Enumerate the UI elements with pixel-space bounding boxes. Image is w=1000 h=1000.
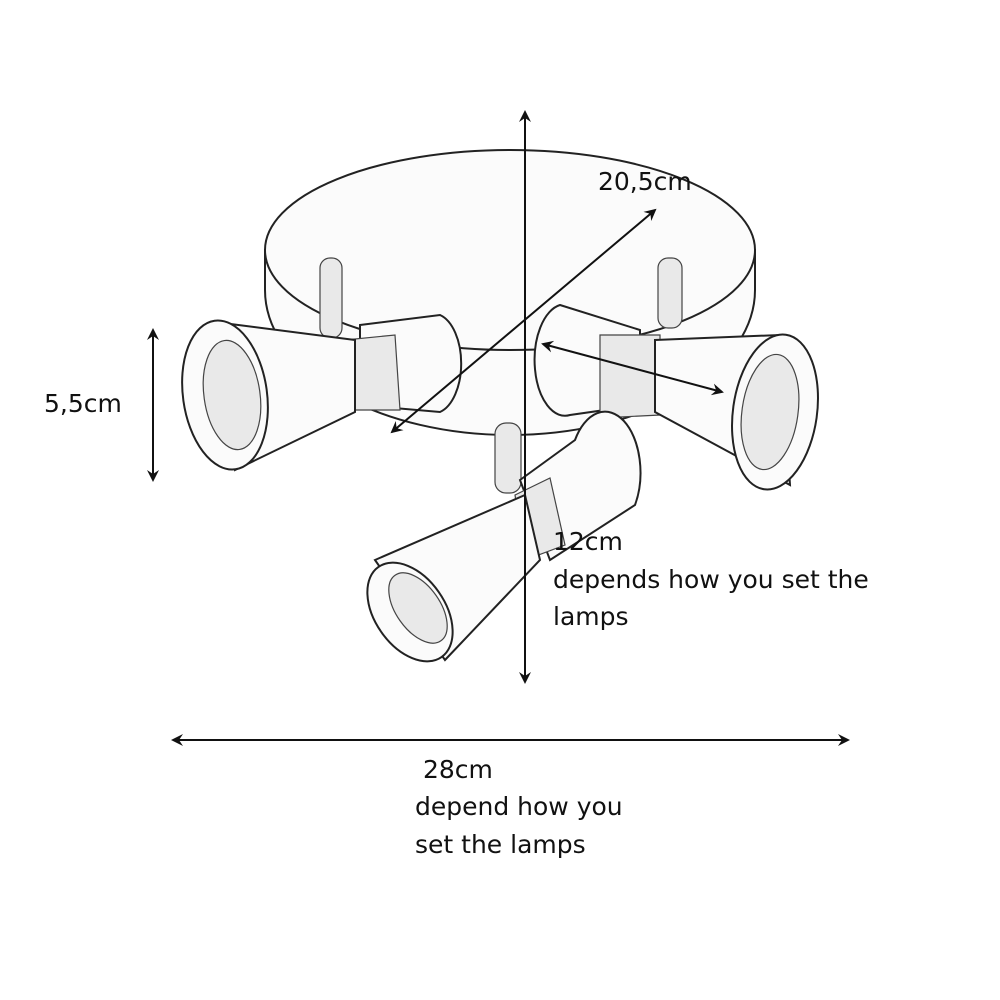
width-note-line1: depend how you	[415, 792, 623, 821]
lamp-height-label: 5,5cm	[44, 389, 122, 418]
diameter-arrow	[390, 208, 657, 434]
depth-label: 12cm	[553, 527, 623, 556]
depth-note-line2: lamps	[553, 602, 629, 631]
width-note-line2: set the lamps	[415, 830, 586, 859]
width-label: 28cm	[423, 755, 493, 784]
lamp-length-arrow	[541, 340, 724, 396]
depth-note-line1: depends how you set the	[553, 565, 869, 594]
diameter-label: 20,5cm	[598, 167, 692, 196]
bottom-spot-lamp	[366, 410, 642, 663]
